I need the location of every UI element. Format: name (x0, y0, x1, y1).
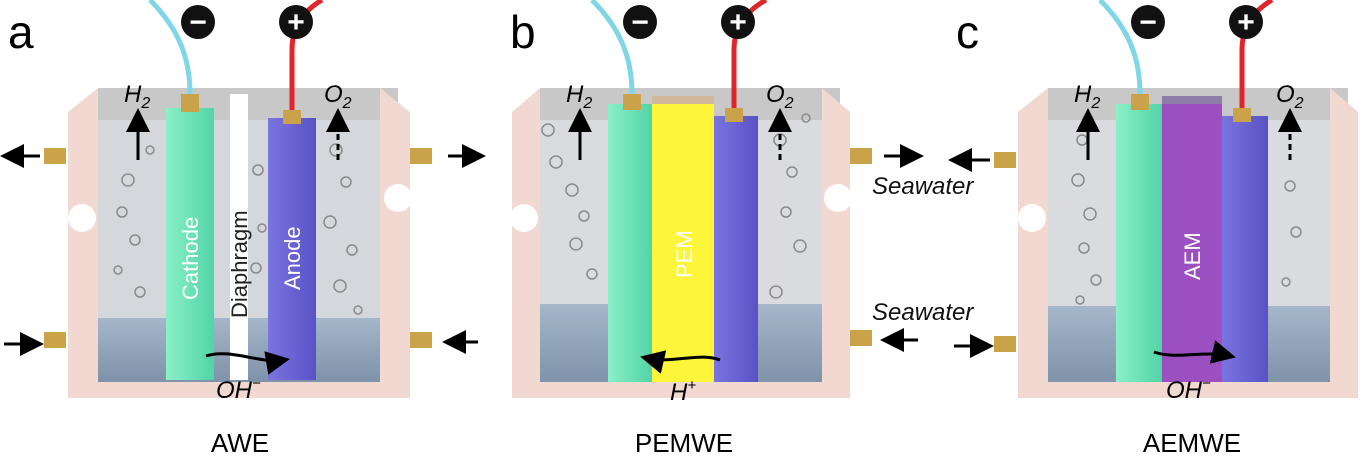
aem-label: AEM (1180, 232, 1205, 280)
wall-port (68, 204, 96, 232)
inlet-nozzle-left (994, 336, 1016, 352)
ion-transport-arrow (1153, 340, 1236, 364)
negative-terminal-icon (1131, 5, 1165, 39)
wall-port (1018, 204, 1046, 232)
negative-wire (1098, 0, 1143, 95)
positive-terminal-icon (1229, 5, 1263, 39)
tank-floor (68, 382, 410, 398)
ion-label: H+ (670, 377, 696, 406)
anode-electrode (1222, 116, 1268, 382)
tank-floor (512, 382, 850, 398)
hydrogen-label: H2 (1074, 81, 1100, 112)
anode-electrode (268, 118, 316, 380)
tank-left-wall (1018, 88, 1048, 398)
wall-port (384, 184, 412, 212)
panel-caption: PEMWE (635, 428, 733, 458)
wall-port (824, 184, 852, 212)
positive-sign: + (1237, 6, 1255, 39)
pem-label: PEM (672, 230, 697, 278)
hydrogen-label: H2 (124, 81, 150, 112)
panel-caption: AWE (211, 428, 269, 458)
outlet-nozzle-left (994, 152, 1016, 168)
ion-transport-arrow (640, 350, 721, 374)
ion-transport-arrow (205, 351, 290, 375)
outlet-nozzle-right (850, 148, 872, 164)
gas-bubbles (541, 113, 811, 299)
negative-terminal-icon (623, 5, 657, 39)
diaphragm-label: Diaphragm (227, 210, 252, 318)
ion-label: OH− (1166, 375, 1211, 404)
oxygen-label: O2 (324, 81, 352, 112)
positive-terminal-icon (279, 5, 313, 39)
inlet-nozzle-right (850, 330, 872, 346)
cathode-label: Cathode (178, 217, 203, 300)
panel-caption: AEMWE (1143, 428, 1241, 458)
cathode-electrode (166, 108, 214, 380)
seawater-label-bottom: Seawater (872, 299, 974, 326)
cathode-electrode (1116, 104, 1162, 382)
panel-a: a Cathode Diaphragm Anode − (0, 0, 486, 458)
pem-membrane (652, 104, 714, 382)
panel-letter: a (8, 6, 34, 58)
negative-sign: − (631, 6, 649, 39)
seawater-label-top: Seawater (872, 173, 974, 200)
aem-membrane-top (1162, 96, 1222, 104)
tank-left-wall (512, 88, 540, 398)
positive-sign: + (287, 6, 305, 39)
pem-membrane-top (652, 96, 714, 104)
positive-terminal-icon (721, 5, 755, 39)
ion-label: OH− (216, 375, 261, 404)
cathode-terminal (181, 94, 199, 112)
outlet-nozzle-left (44, 148, 66, 164)
tank-floor (1018, 382, 1358, 398)
anode-terminal (283, 110, 301, 124)
wall-port (510, 204, 538, 232)
inlet-nozzle-right (410, 332, 432, 348)
cathode-terminal (623, 94, 641, 110)
hydrogen-label: H2 (566, 81, 592, 112)
diaphragm (230, 94, 248, 380)
anode-terminal (725, 108, 743, 122)
tank-right-wall (380, 88, 410, 398)
negative-sign: − (189, 6, 207, 39)
cathode-terminal (1131, 94, 1149, 110)
negative-sign: − (1139, 6, 1157, 39)
negative-terminal-icon (181, 5, 215, 39)
oxygen-label: O2 (766, 81, 794, 112)
anode-electrode (714, 116, 758, 382)
inlet-nozzle-left (44, 332, 66, 348)
gas-bubbles (113, 143, 363, 315)
cathode-electrode (608, 104, 652, 382)
negative-wire (590, 0, 635, 95)
outlet-nozzle-right (410, 148, 432, 164)
anode-label: Anode (280, 226, 305, 290)
tank-right-wall (1330, 88, 1358, 398)
tank-right-wall (822, 88, 850, 398)
panel-letter: c (956, 6, 979, 58)
panel-c: c AEM − + H2 O2 OH− A (948, 0, 1358, 458)
aem-membrane (1162, 104, 1222, 382)
panel-b: b PEM − + H2 O2 (510, 0, 924, 458)
oxygen-label: O2 (1276, 81, 1304, 112)
negative-wire (148, 0, 193, 95)
tank-left-wall (68, 88, 98, 398)
panel-letter: b (510, 6, 536, 58)
anode-terminal (1233, 108, 1251, 122)
positive-sign: + (729, 6, 747, 39)
